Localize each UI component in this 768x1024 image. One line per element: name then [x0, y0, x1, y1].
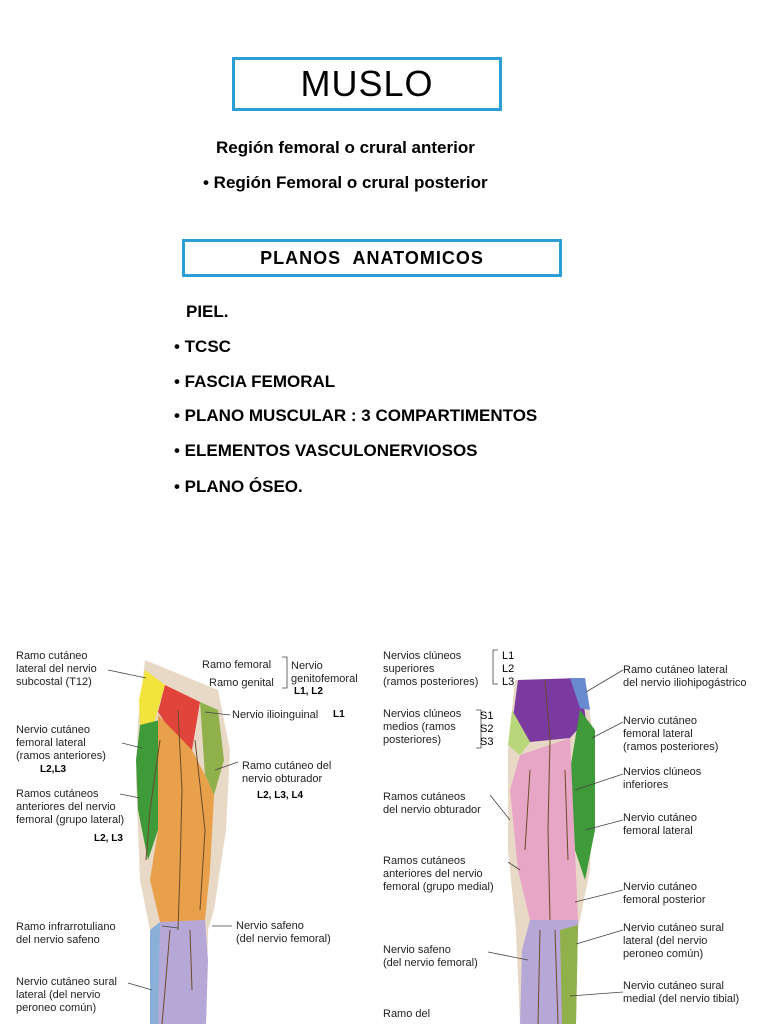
label-obturator: Ramo cutáneo del nervio obturador [242, 760, 332, 785]
region-green-medial [200, 702, 224, 795]
label-lateral-femoral: Nervio cutáneo femoral lateral (ramos an… [16, 724, 106, 762]
label-saphenous-posterior: Nervio safeno (del nervio femoral) [383, 944, 478, 969]
label-cluneal-superior: Nervios clúneos superiores (ramos poster… [383, 650, 479, 688]
region-yellow [139, 670, 165, 730]
label-femoral-branch: Ramo femoral [202, 659, 272, 671]
label-cluneal-inferior: Nervios clúneos inferiores [623, 766, 702, 791]
label-ilioinguinal-seg: L1 [333, 709, 345, 720]
label-anterior-femoral-medial: Ramos cutáneos anteriores del nervio fem… [383, 855, 494, 893]
plano-item: • TCSC [174, 337, 231, 356]
label-saphenous: Nervio safeno (del nervio femoral) [236, 920, 331, 945]
region-pink [510, 738, 578, 920]
plano-item: • PLANO MUSCULAR : 3 COMPARTIMENTOS [174, 406, 538, 425]
region-green-lateral [136, 720, 160, 860]
label-ilioinguinal: Nervio ilioinguinal [232, 709, 319, 721]
label-obturator-seg: L2, L3, L4 [257, 790, 304, 801]
label-cluneal-middle-seg: S1 S2 S3 [480, 710, 494, 748]
label-lateral-femoral-seg: L2,L3 [40, 764, 67, 775]
label-sural-lateral-posterior: Nervio cutáneo sural lateral (del nervio… [623, 922, 724, 960]
label-femoral-posterior: Nervio cutáneo femoral posterior [623, 881, 706, 906]
label-obturator-posterior: Ramos cutáneos del nervio obturador [383, 791, 481, 816]
label-infrapatellar: Ramo infrarrotuliano del nervio safeno [16, 921, 116, 946]
region-lightgreen [508, 710, 530, 755]
plano-item: • FASCIA FEMORAL [174, 372, 336, 391]
slide-title: MUSLO [232, 57, 502, 111]
label-sural-lateral: Nervio cutáneo sural lateral (del nervio… [16, 976, 117, 1014]
anterior-thigh-illustration [107, 656, 288, 1024]
label-anterior-femoral-seg: L2, L3 [94, 833, 123, 844]
plano-item: PIEL. [186, 302, 229, 321]
region-purple [512, 678, 586, 742]
label-genitofemoral: Nervio genitofemoral [291, 660, 358, 685]
label-sural-medial: Nervio cutáneo sural medial (del nervio … [623, 980, 740, 1005]
plano-item: • ELEMENTOS VASCULONERVIOSOS [174, 441, 478, 460]
posterior-thigh-illustration [476, 649, 624, 1024]
label-cluneal-superior-seg: L1 L2 L3 [502, 650, 515, 688]
label-iliohypogastric: Ramo cutáneo lateral del nervio iliohipo… [623, 664, 747, 689]
label-lateral-femoral-posterior: Nervio cutáneo femoral lateral (ramos po… [623, 715, 719, 753]
label-cluneal-middle: Nervios clúneos medios (ramos posteriore… [383, 708, 462, 746]
label-subcostal: Ramo cutáneo lateral del nervio subcosta… [16, 650, 97, 688]
region-green-posterior [570, 710, 595, 880]
label-genital-branch: Ramo genital [209, 677, 274, 689]
label-genitofemoral-seg: L1, L2 [294, 686, 323, 697]
region-posterior: • Región Femoral o crural posterior [203, 173, 488, 192]
region-anterior: Región femoral o crural anterior [216, 138, 475, 157]
plano-item: • PLANO ÓSEO. [174, 477, 303, 496]
label-anterior-femoral: Ramos cutáneos anteriores del nervio fem… [16, 788, 125, 826]
label-lateral-femoral-2: Nervio cutáneo femoral lateral [623, 812, 697, 837]
label-ramo-del: Ramo del [383, 1008, 431, 1020]
region-red [158, 685, 200, 750]
planos-title: PLANOS ANATOMICOS [182, 239, 562, 277]
